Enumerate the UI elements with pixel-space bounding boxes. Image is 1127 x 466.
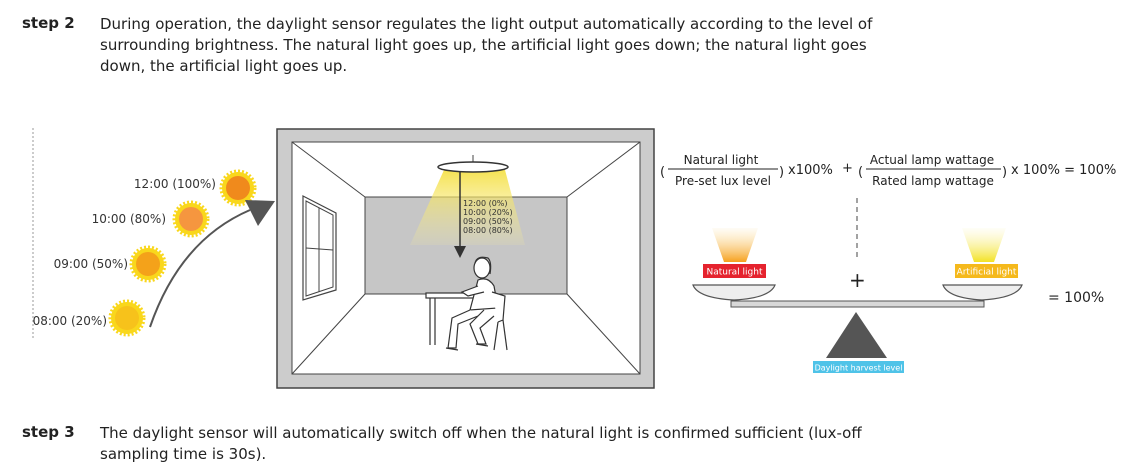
formula-term2-denominator: Rated lamp wattage	[872, 174, 994, 188]
formula-term2-numerator: Actual lamp wattage	[870, 153, 994, 167]
lamp-beam	[410, 170, 525, 245]
step2-line1: During operation, the daylight sensor re…	[100, 15, 873, 33]
natural-light-tag-text: Natural light	[706, 268, 762, 278]
sun-0900-label: 09:00 (50%)	[54, 257, 128, 271]
natural-light-tag	[703, 264, 766, 278]
formula-term1-multiplier: x100%	[788, 163, 833, 178]
sun-1000-label: 10:00 (80%)	[92, 212, 166, 226]
formula-term2-tail: x 100% = 100%	[1011, 163, 1116, 178]
formula-term1-numerator: Natural light	[684, 153, 759, 167]
formula-paren-open-2: (	[858, 165, 863, 180]
sun-0800-icon	[115, 306, 139, 330]
sun-path-arrowhead	[245, 200, 275, 226]
sun-1200: 12:00 (100%)	[134, 169, 257, 207]
formula-paren-close-1: )	[779, 165, 784, 180]
formula: ( Natural light Pre-set lux level ) x100…	[660, 153, 1116, 188]
step3-line2: sampling time is 30s).	[100, 445, 267, 463]
balance-result: = 100%	[1048, 290, 1104, 306]
balance-fulcrum	[826, 312, 887, 358]
lamp-level-0900: 09:00 (50%)	[463, 217, 513, 226]
step3-description: The daylight sensor will automatically s…	[100, 423, 862, 465]
person-at-desk-icon	[425, 256, 508, 351]
step3-line1: The daylight sensor will automatically s…	[100, 424, 862, 442]
right-pan	[942, 284, 1023, 301]
sun-0800: 08:00 (20%)	[33, 299, 146, 337]
natural-light-glow	[712, 228, 758, 262]
sun-0900: 09:00 (50%)	[54, 245, 167, 283]
lamp-level-1000: 10:00 (20%)	[463, 208, 513, 217]
balance-beam	[730, 300, 985, 308]
left-pan	[692, 284, 776, 301]
artificial-light-tag-text: Artificial light	[957, 268, 1017, 278]
formula-plus: +	[842, 161, 853, 176]
ceiling-lamp-icon	[437, 161, 509, 173]
sun-path-curve	[149, 209, 251, 328]
sun-1000: 10:00 (80%)	[92, 200, 210, 238]
daylight-harvest-tag-text: Daylight harvest level	[815, 364, 903, 373]
balance-scale: + Natural light Artificial light Dayligh…	[692, 198, 1104, 373]
artificial-light-glow	[962, 228, 1006, 262]
daylight-harvest-tag	[813, 361, 904, 373]
sun-1200-icon	[226, 176, 250, 200]
step2-description: During operation, the daylight sensor re…	[100, 14, 872, 77]
formula-paren-close-2: )	[1002, 165, 1007, 180]
sun-1200-label: 12:00 (100%)	[134, 177, 216, 191]
sun-0900-icon	[136, 252, 160, 276]
room-illustration: 12:00 (0%) 10:00 (20%) 09:00 (50%) 08:00…	[276, 128, 655, 389]
lamp-level-0800: 08:00 (80%)	[463, 226, 513, 235]
step2-line3: down, the artificial light goes up.	[100, 57, 348, 75]
step2-label: step 2	[22, 14, 75, 32]
step2-line2: surrounding brightness. The natural ligh…	[100, 36, 867, 54]
formula-term1-denominator: Pre-set lux level	[675, 174, 771, 188]
step3-label: step 3	[22, 423, 75, 441]
balance-plus: +	[849, 268, 866, 292]
formula-paren-open-1: (	[660, 165, 665, 180]
lamp-level-1200: 12:00 (0%)	[463, 199, 508, 208]
artificial-light-tag	[955, 264, 1018, 278]
sun-1000-icon	[179, 207, 203, 231]
window	[302, 195, 337, 301]
sun-0800-label: 08:00 (20%)	[33, 314, 107, 328]
